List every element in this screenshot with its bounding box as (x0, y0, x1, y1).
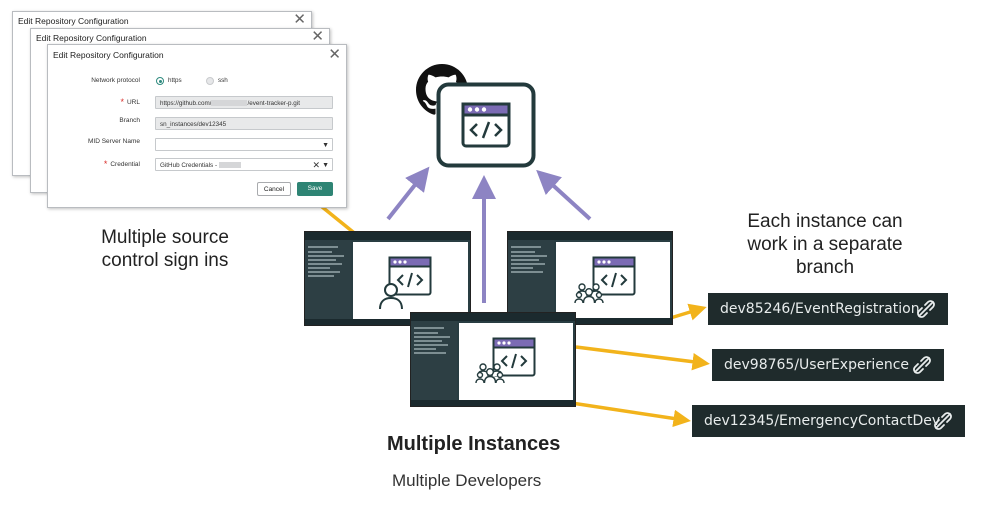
radio-https[interactable] (156, 77, 164, 85)
radio-ssh-label: ssh (218, 77, 228, 84)
developer-icon (379, 283, 403, 310)
branch-arrow-2 (575, 345, 710, 371)
credential-select[interactable]: GitHub Credentials - ✕ ▼ (155, 158, 333, 171)
close-icon[interactable]: ✕ (311, 28, 324, 45)
branch-pill: dev98765/UserExperience (712, 349, 944, 381)
push-arrow-right (536, 169, 592, 221)
branch-pill: dev12345/EmergencyContactDev (692, 405, 965, 437)
developers-subheading: Multiple Developers (392, 471, 542, 490)
team-icon (475, 363, 505, 384)
network-protocol-label: Network protocol (91, 77, 140, 84)
required-marker: * (120, 97, 124, 107)
save-button[interactable]: Save (297, 182, 333, 196)
branch-field[interactable]: sn_instances/dev12345 (155, 117, 333, 130)
unlink-icon (913, 356, 931, 374)
dialog-title: Edit Repository Configuration (53, 50, 164, 60)
branch-label: Branch (119, 117, 140, 124)
repo-box (436, 82, 536, 168)
redacted-text (219, 162, 242, 169)
radio-https-label: https (168, 77, 182, 84)
sign-ins-label: Multiple source control sign ins (101, 227, 229, 271)
code-window-icon (492, 337, 536, 377)
unlink-icon (917, 300, 935, 318)
unlink-icon (934, 412, 952, 430)
url-label: *URL (120, 97, 140, 107)
close-icon[interactable]: ✕ (293, 11, 306, 28)
code-window-icon (461, 102, 511, 148)
dropdown-caret-icon: ▼ (322, 142, 329, 149)
dialog-front: Edit Repository Configuration ✕ Network … (47, 44, 347, 208)
dialog-title: Edit Repository Configuration (18, 16, 129, 26)
instance-screen-right (507, 231, 673, 325)
clear-icon[interactable]: ✕ (312, 160, 320, 170)
radio-ssh[interactable] (206, 77, 214, 85)
branch-note-label: Each instance can work in a separate bra… (747, 211, 903, 278)
dropdown-caret-icon[interactable]: ▼ (322, 162, 329, 169)
code-window-icon (388, 256, 432, 296)
push-arrow-left (386, 166, 430, 221)
credential-label: *Credential (103, 159, 140, 169)
cancel-button[interactable]: Cancel (257, 182, 291, 196)
branch-pill: dev85246/EventRegistration (708, 293, 948, 325)
close-icon[interactable]: ✕ (328, 46, 341, 63)
instances-heading: Multiple Instances (387, 433, 561, 455)
redacted-text (211, 100, 248, 107)
instance-screen-left (304, 231, 471, 326)
mid-server-select[interactable]: ▼ (155, 138, 333, 151)
code-window-icon (592, 256, 636, 296)
dialog-title: Edit Repository Configuration (36, 33, 147, 43)
team-icon (574, 283, 604, 304)
mid-server-label: MID Server Name (87, 138, 140, 145)
required-marker: * (103, 159, 108, 169)
url-field[interactable]: https://github.com//event-tracker-p.git (155, 96, 333, 109)
branch-arrow-3 (564, 400, 691, 428)
